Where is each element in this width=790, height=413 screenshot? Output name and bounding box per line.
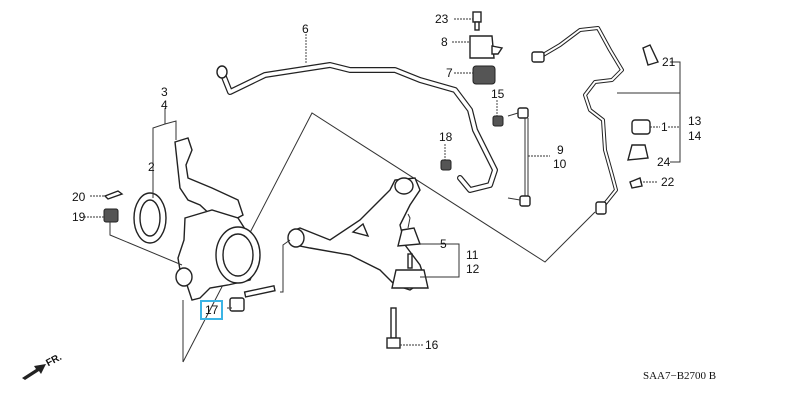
callout-18[interactable]: 18: [439, 130, 453, 144]
callout-17[interactable]: 17: [200, 300, 224, 320]
callout-8[interactable]: 8: [441, 35, 448, 49]
nut-18: [440, 159, 452, 171]
callout-1[interactable]: 1: [661, 120, 668, 134]
callout-12[interactable]: 12: [466, 262, 480, 276]
abs-sensor-wire: [531, 26, 659, 215]
bolt-17: [229, 284, 276, 312]
callout-14[interactable]: 14: [688, 129, 702, 143]
bushing-holder: [469, 11, 504, 85]
leader-lines: [84, 18, 681, 346]
callout-6[interactable]: 6: [302, 22, 309, 36]
callout-20[interactable]: 20: [72, 190, 86, 204]
callout-7[interactable]: 7: [446, 66, 453, 80]
nut-15: [492, 115, 504, 127]
callout-15[interactable]: 15: [491, 87, 505, 101]
lower-arm: [287, 177, 426, 291]
callout-23[interactable]: 23: [435, 12, 449, 26]
dust-seal: [133, 192, 167, 244]
clip-20: [103, 190, 124, 200]
callout-21[interactable]: 21: [662, 55, 676, 69]
steering-knuckle: [174, 137, 261, 301]
callout-13[interactable]: 13: [688, 114, 702, 128]
stabilizer-bar: [216, 62, 498, 193]
callout-10[interactable]: 10: [553, 157, 567, 171]
callout-22[interactable]: 22: [661, 175, 675, 189]
callout-3[interactable]: 3: [161, 85, 168, 99]
callout-19[interactable]: 19: [72, 210, 86, 224]
callout-2[interactable]: 2: [148, 160, 155, 174]
callout-4[interactable]: 4: [161, 98, 168, 112]
callout-24[interactable]: 24: [657, 155, 671, 169]
bolt-16: [386, 307, 401, 349]
callout-9[interactable]: 9: [557, 143, 564, 157]
stabilizer-link: [507, 107, 531, 207]
callout-5[interactable]: 5: [440, 237, 447, 251]
diagram-code: SAA7−B2700 B: [643, 370, 717, 382]
callout-16[interactable]: 16: [425, 338, 439, 352]
callout-11[interactable]: 11: [466, 248, 479, 262]
nut-19: [103, 208, 119, 223]
front-direction-arrow: [22, 364, 46, 380]
